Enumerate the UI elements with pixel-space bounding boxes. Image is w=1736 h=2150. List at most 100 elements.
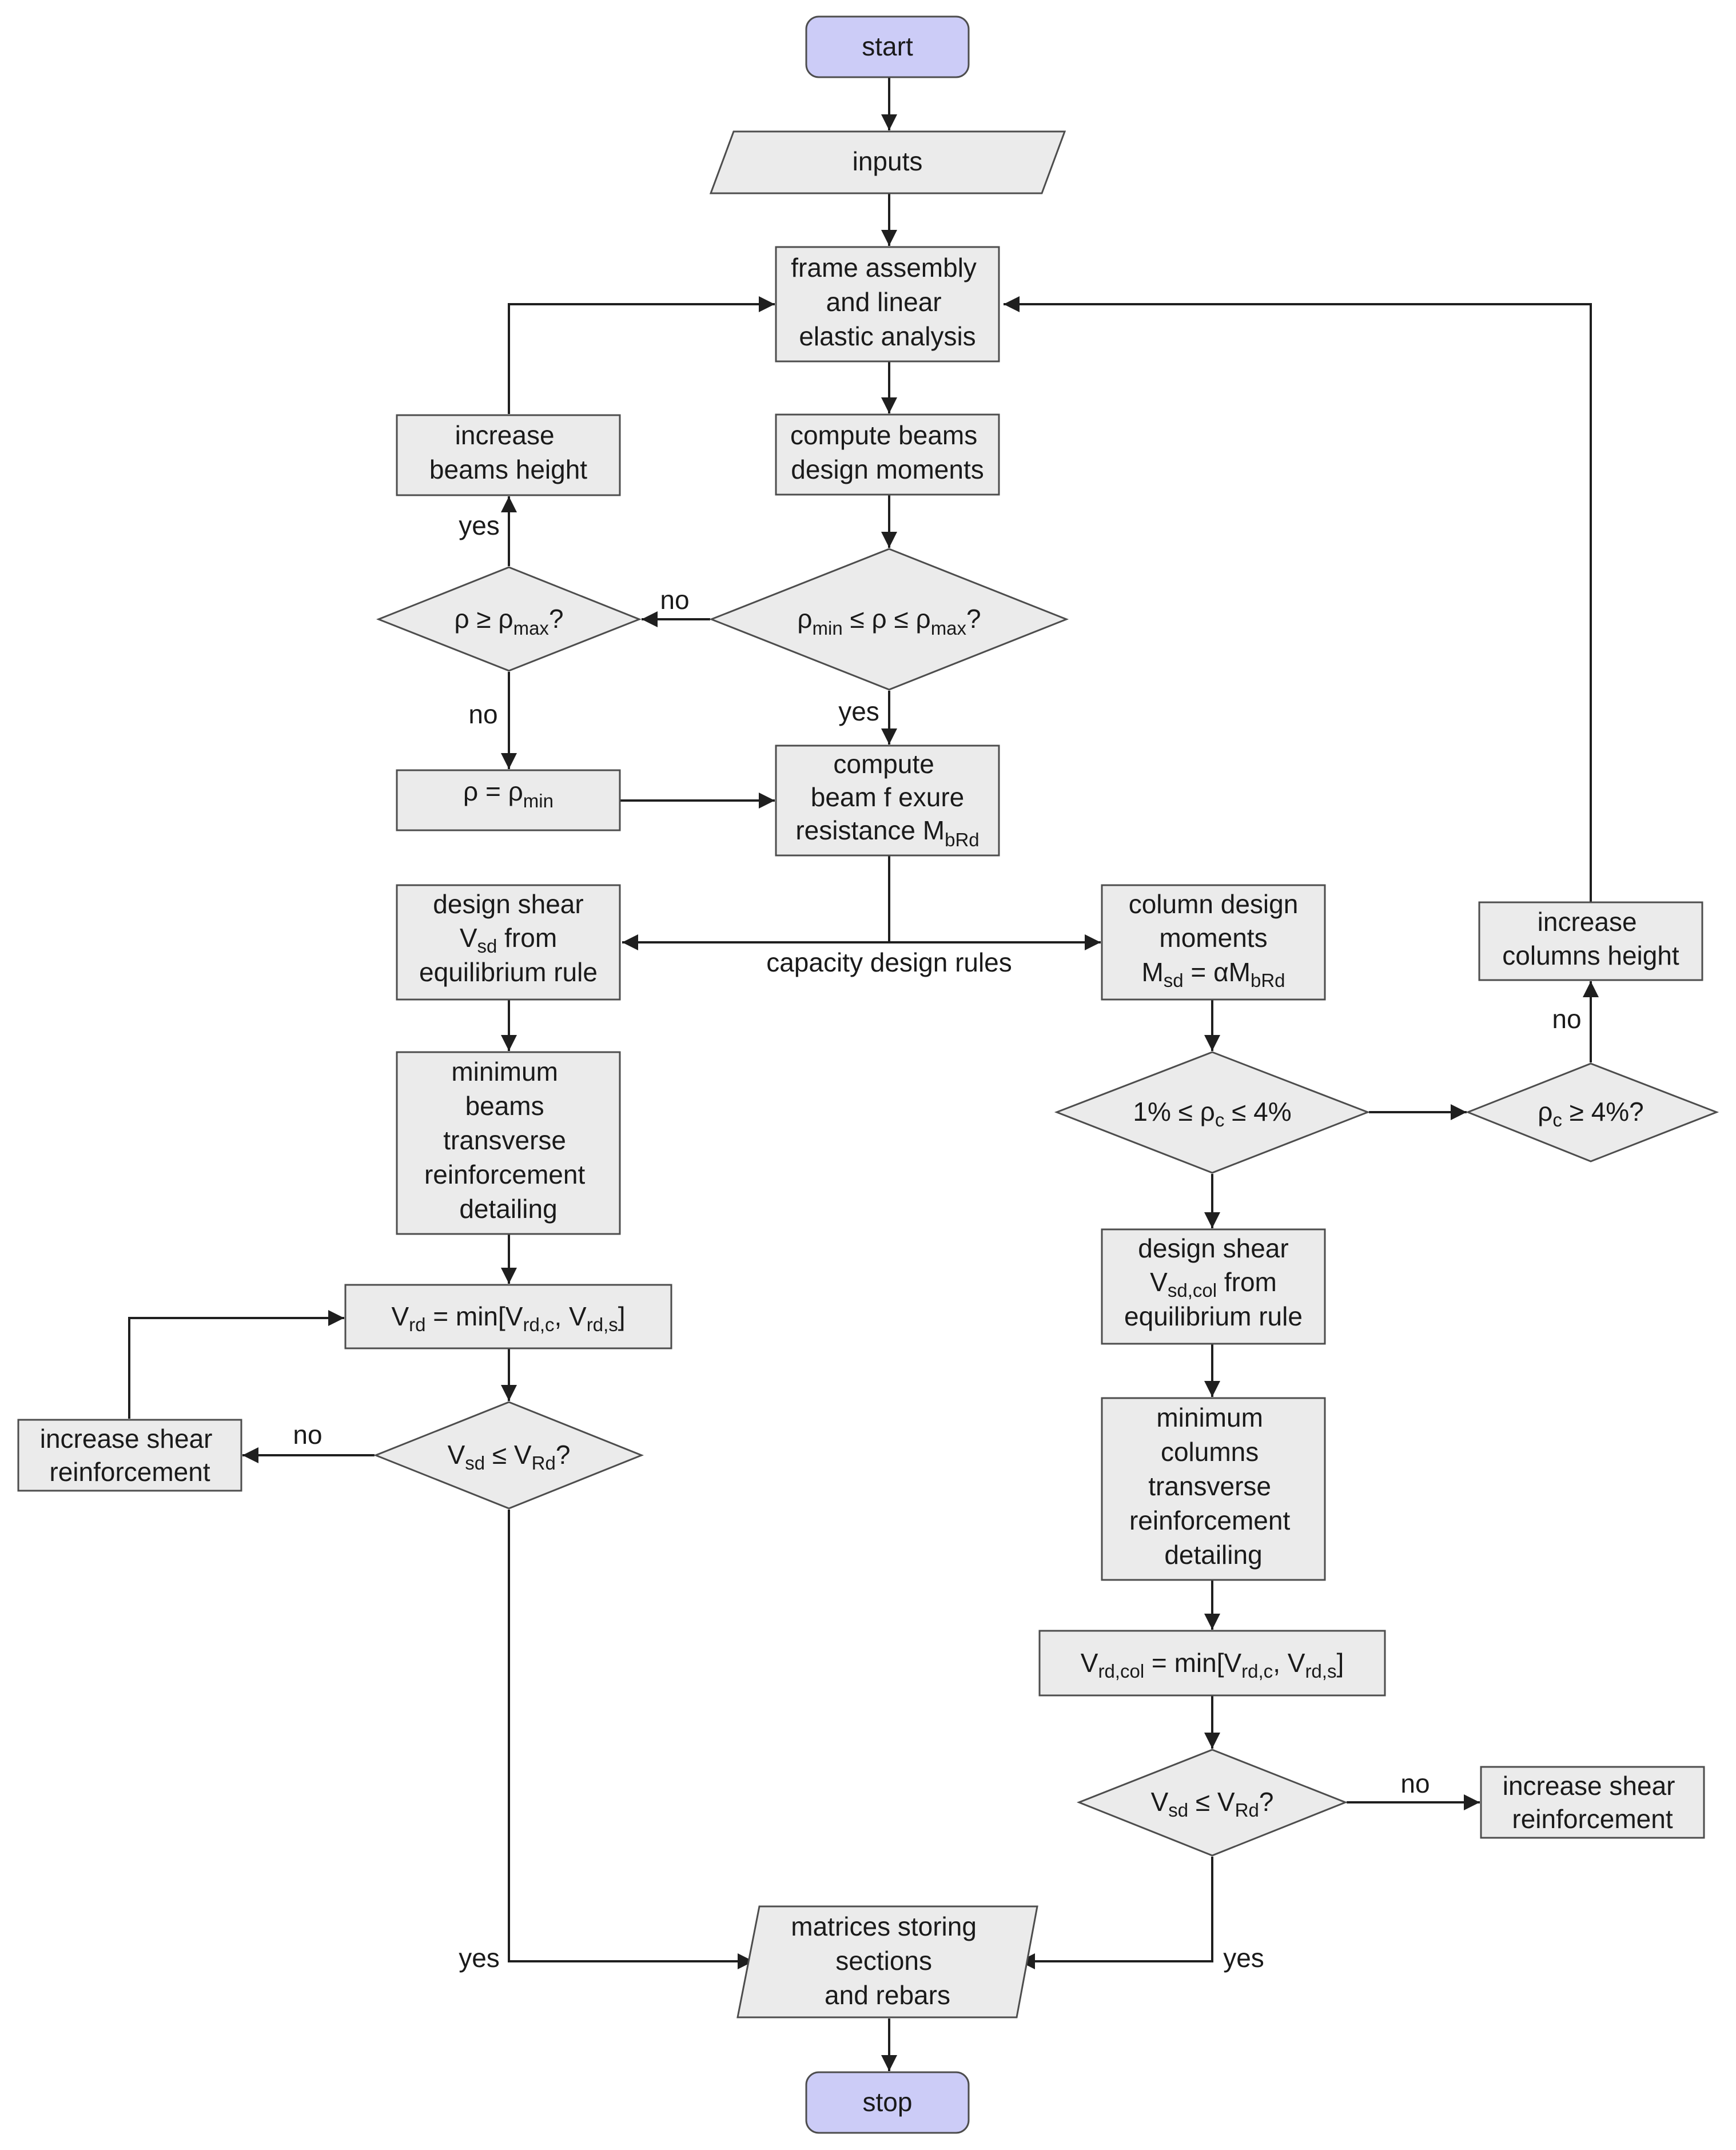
label-no-max-check: no xyxy=(468,699,497,729)
min-beams-line: reinforcement xyxy=(424,1160,585,1189)
start-node: start xyxy=(805,15,970,78)
question-mark: ? xyxy=(549,604,564,634)
operator: ≤ V xyxy=(1188,1787,1235,1817)
column-design-moments-line1: column design xyxy=(1129,889,1299,919)
min-beams-line: transverse xyxy=(443,1125,566,1155)
expression: ρ = ρ xyxy=(463,777,523,806)
subscript: sd xyxy=(465,1452,485,1474)
min-columns-line: columns xyxy=(1161,1437,1259,1467)
vrd-beams-node: Vrd = min[Vrd,c, Vrd,s] xyxy=(344,1284,672,1349)
design-shear-beams-line3: equilibrium rule xyxy=(419,957,598,987)
increase-columns-height-text: increase columns height xyxy=(1502,907,1679,970)
inputs-label: inputs xyxy=(853,146,923,176)
matrices-storing-line: sections xyxy=(835,1946,932,1976)
compute-flexure-node: compute beam f exure resistance MbRd xyxy=(775,744,1000,857)
min-columns-line: detailing xyxy=(1164,1540,1262,1570)
rho-symbol: ρ xyxy=(1538,1097,1552,1126)
label-yes-vsd-columns: yes xyxy=(1223,1943,1264,1973)
v-symbol: V xyxy=(1081,1648,1098,1678)
compute-beams-moments-line: compute beams xyxy=(790,420,977,450)
design-shear-beams-line1: design shear xyxy=(433,889,583,919)
stop-node: stop xyxy=(805,2071,970,2134)
inputs-node: inputs xyxy=(709,130,1066,194)
flexure-text: resistance M xyxy=(795,815,945,845)
rho-max-check-text: ρ ≥ ρmax? xyxy=(454,604,563,639)
compute-flexure-text: compute beam f exure xyxy=(811,749,964,812)
subscript: rd xyxy=(409,1314,425,1335)
increase-shear-left-node: increase shear reinforcement xyxy=(17,1419,242,1492)
design-shear-columns-line1: design shear xyxy=(1138,1233,1288,1263)
min-text: = min[V xyxy=(1144,1648,1241,1678)
subscript: min xyxy=(523,790,554,811)
from-text: from xyxy=(497,923,557,953)
start-label: start xyxy=(862,31,913,61)
frame-assembly-line: frame assembly xyxy=(791,253,977,282)
min-columns-line: reinforcement xyxy=(1129,1506,1290,1535)
matrices-storing-line: and rebars xyxy=(825,1980,950,2010)
subscript: c xyxy=(1215,1109,1225,1130)
frame-assembly-line: and linear xyxy=(826,287,942,317)
min-columns-transverse-node: minimum columns transverse reinforcement… xyxy=(1101,1397,1326,1581)
increase-beams-height-text: increase beams height xyxy=(429,420,587,484)
min-beams-line: beams xyxy=(465,1091,544,1121)
subscript: bRd xyxy=(1251,970,1285,991)
rho-c-max-check-text: ρc ≥ 4%? xyxy=(1538,1097,1644,1130)
rho-range-check-text: ρmin ≤ ρ ≤ ρmax? xyxy=(797,604,981,639)
subscript: sd xyxy=(1164,970,1184,991)
v-symbol: V xyxy=(1151,1787,1169,1817)
v-symbol: V xyxy=(1150,1267,1168,1297)
v-symbol: V xyxy=(391,1301,409,1331)
label-capacity-design-rules: capacity design rules xyxy=(766,947,1012,977)
label-yes-vsd-beams: yes xyxy=(459,1943,500,1973)
connectors xyxy=(128,77,1599,2071)
edge-vsd-col-yes xyxy=(1019,1857,1213,1969)
min-beams-line: minimum xyxy=(451,1057,558,1086)
min-columns-transverse-text: minimum columns transverse reinforcement… xyxy=(1129,1403,1297,1570)
vrd-columns-text: Vrd,col = min[Vrd,c, Vrd,s] xyxy=(1081,1648,1344,1682)
min-columns-line: transverse xyxy=(1148,1471,1271,1501)
label-yes-increase-beams: yes xyxy=(459,511,500,540)
increase-shear-right-text: increase shear reinforcement xyxy=(1503,1771,1683,1834)
edge-increase-beams-loop xyxy=(508,296,775,414)
subscript: rd,col xyxy=(1098,1661,1144,1682)
increase-shear-left-line: reinforcement xyxy=(49,1457,210,1487)
expression: ≥ 4%? xyxy=(1562,1097,1644,1126)
rho-symbol: ρ xyxy=(916,604,931,634)
separator: , V xyxy=(555,1301,587,1331)
compute-flexure-line: beam f exure xyxy=(811,782,964,812)
operator: ≤ V xyxy=(485,1440,532,1470)
compute-beams-moments-node: compute beams design moments xyxy=(775,413,1000,496)
vsd-check-beams-text: Vsd ≤ VRd? xyxy=(448,1440,571,1474)
edge-vsd-beams-yes xyxy=(508,1510,754,1969)
subscript: rd,c xyxy=(1241,1661,1273,1682)
subscript: sd xyxy=(1168,1799,1188,1821)
subscript: bRd xyxy=(945,829,980,850)
expression: ≤ 4% xyxy=(1224,1097,1291,1126)
subscript: max xyxy=(513,618,550,639)
min-columns-line: minimum xyxy=(1156,1403,1263,1432)
rho-c-range-check-text: 1% ≤ ρc ≤ 4% xyxy=(1133,1097,1291,1130)
min-text: = min[V xyxy=(425,1301,523,1331)
increase-beams-height-line: beams height xyxy=(429,455,587,484)
matrices-storing-line: matrices storing xyxy=(791,1912,977,1941)
rho-max-check-node: ρ ≥ ρmax? xyxy=(376,566,642,672)
vsd-check-columns-text: Vsd ≤ VRd? xyxy=(1151,1787,1274,1821)
compute-beams-moments-text: compute beams design moments xyxy=(790,420,985,484)
vsd-check-columns-node: Vsd ≤ VRd? xyxy=(1076,1749,1348,1857)
question-mark: ? xyxy=(966,604,981,634)
column-design-moments-line3: Msd = αMbRd xyxy=(1141,957,1285,991)
matrices-storing-text: matrices storing sections and rebars xyxy=(791,1912,984,2010)
design-shear-beams-line2: Vsd from xyxy=(460,923,557,957)
design-shear-columns-line3: equilibrium rule xyxy=(1124,1301,1303,1331)
matrices-storing-node: matrices storing sections and rebars xyxy=(736,1905,1038,2018)
compute-flexure-line3: resistance MbRd xyxy=(795,815,979,850)
expression: 1% ≤ ρ xyxy=(1133,1097,1215,1126)
increase-shear-right-line: reinforcement xyxy=(1512,1804,1673,1834)
subscript: c xyxy=(1552,1109,1562,1130)
rho-symbol: ρ xyxy=(872,604,887,634)
edge-increase-shear-loop xyxy=(128,1310,344,1419)
separator: , V xyxy=(1273,1648,1305,1678)
rho-set-min-text: ρ = ρmin xyxy=(463,777,554,811)
frame-assembly-line: elastic analysis xyxy=(799,321,975,351)
increase-shear-left-text: increase shear reinforcement xyxy=(40,1424,220,1487)
